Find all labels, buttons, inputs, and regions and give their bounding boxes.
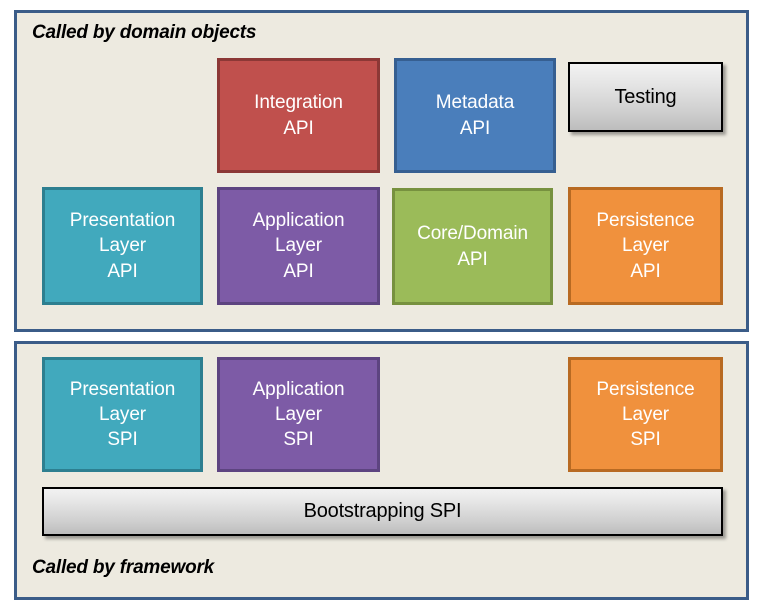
box-line: API (283, 117, 314, 139)
box-line: Layer (621, 403, 670, 425)
box-line: Layer (274, 403, 323, 425)
box-line: Application (252, 210, 345, 232)
box-line: Presentation (69, 378, 176, 400)
box-testing[interactable]: Testing (568, 62, 723, 132)
box-line: API (107, 260, 138, 282)
box-bootstrapping-spi[interactable]: Bootstrapping SPI (42, 487, 723, 536)
box-line: SPI (630, 429, 661, 451)
box-line: SPI (107, 429, 138, 451)
box-line: Layer (98, 235, 147, 257)
box-integration-api[interactable]: Integration API (217, 58, 380, 173)
box-line: Bootstrapping SPI (303, 500, 462, 522)
panel-top-caption: Called by domain objects (32, 22, 257, 43)
box-line: Integration (254, 92, 343, 114)
box-line: API (283, 260, 314, 282)
box-line: API (457, 248, 488, 270)
box-line: Persistence (596, 210, 695, 232)
box-line: API (459, 117, 491, 139)
box-line: SPI (283, 429, 314, 451)
box-line: Testing (614, 85, 677, 108)
box-line: Layer (98, 403, 147, 425)
box-application-layer-api[interactable]: Application Layer API (217, 187, 380, 305)
box-line: Core/Domain (417, 223, 528, 245)
box-metadata-api[interactable]: Metadata API (394, 58, 556, 173)
box-line: Persistence (596, 378, 695, 400)
box-presentation-layer-spi[interactable]: Presentation Layer SPI (42, 357, 203, 472)
box-persistence-layer-spi[interactable]: Persistence Layer SPI (568, 357, 723, 472)
box-line: Layer (621, 235, 670, 257)
box-presentation-layer-api[interactable]: Presentation Layer API (42, 187, 203, 305)
box-line: Application (252, 378, 345, 400)
box-line: Layer (274, 235, 323, 257)
box-line: Metadata (435, 92, 515, 114)
box-application-layer-spi[interactable]: Application Layer SPI (217, 357, 380, 472)
panel-bottom-caption: Called by framework (32, 557, 215, 578)
box-persistence-layer-api[interactable]: Persistence Layer API (568, 187, 723, 305)
box-line: Presentation (69, 210, 176, 232)
box-line: API (630, 260, 661, 282)
box-core-domain-api[interactable]: Core/Domain API (392, 188, 553, 305)
